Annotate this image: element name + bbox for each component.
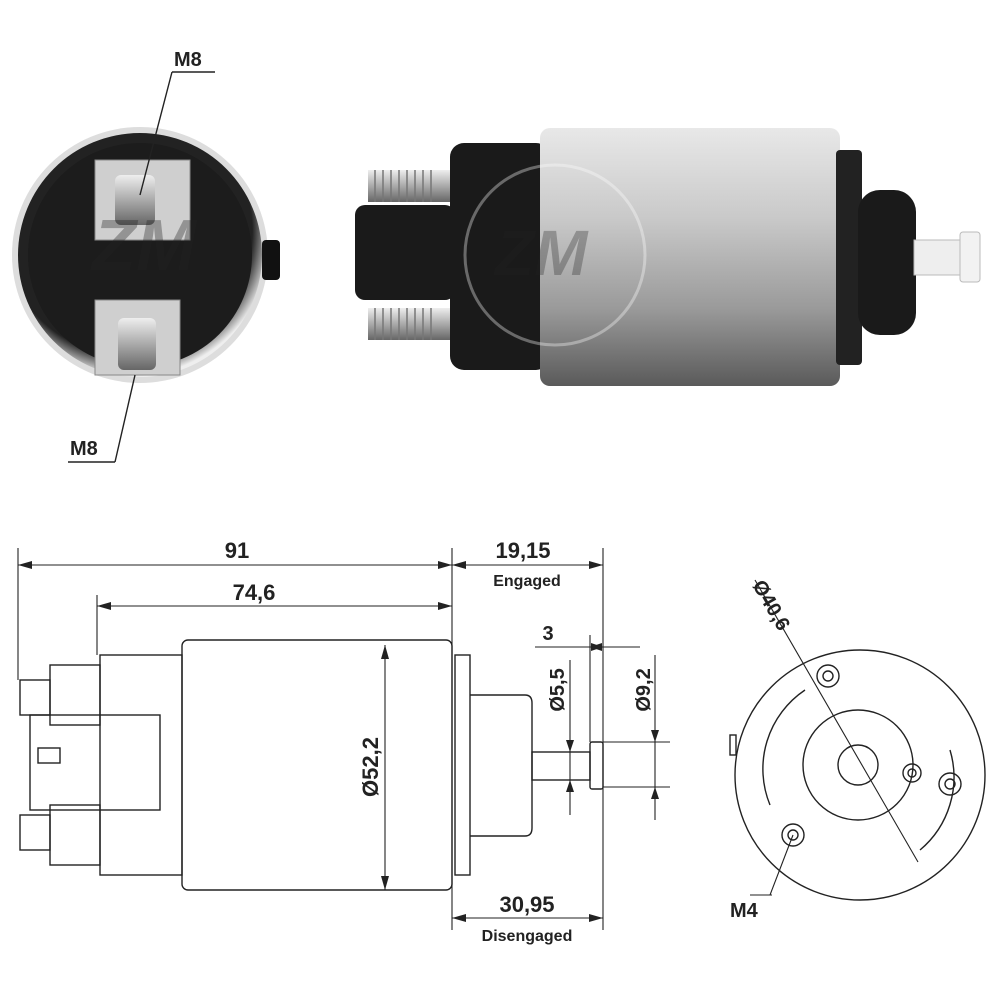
dim-bolt-circle: Ø40,6: [748, 577, 794, 635]
label-m8-bottom: M8: [68, 374, 136, 463]
dim-head-length: 3: [542, 623, 553, 645]
svg-text:ZM: ZM: [493, 217, 589, 289]
side-drawing: [19, 639, 604, 891]
dim-engaged-travel: 19,15: [495, 538, 550, 563]
end-drawing: [729, 579, 986, 901]
dim-disengaged-travel: 30,95: [499, 892, 554, 917]
svg-text:M8: M8: [174, 49, 202, 71]
label-m8-top: M8: [139, 49, 215, 196]
label-engaged: Engaged: [493, 573, 561, 590]
svg-text:M8: M8: [70, 438, 98, 460]
side-view-photo: ZM: [355, 128, 981, 386]
dim-head-diameter: Ø9,2: [633, 668, 655, 711]
dim-shaft-diameter: Ø5,5: [547, 668, 569, 711]
dimension-lines: [17, 548, 670, 930]
label-disengaged: Disengaged: [482, 928, 573, 945]
dim-body-length: 74,6: [233, 580, 276, 605]
dim-body-diameter: Ø52,2: [358, 737, 383, 797]
label-m4: M4: [730, 900, 759, 922]
dim-overall-length: 91: [225, 538, 249, 563]
end-view-photo: ZM: [12, 127, 280, 383]
watermark-logo: ZM: [90, 206, 198, 286]
